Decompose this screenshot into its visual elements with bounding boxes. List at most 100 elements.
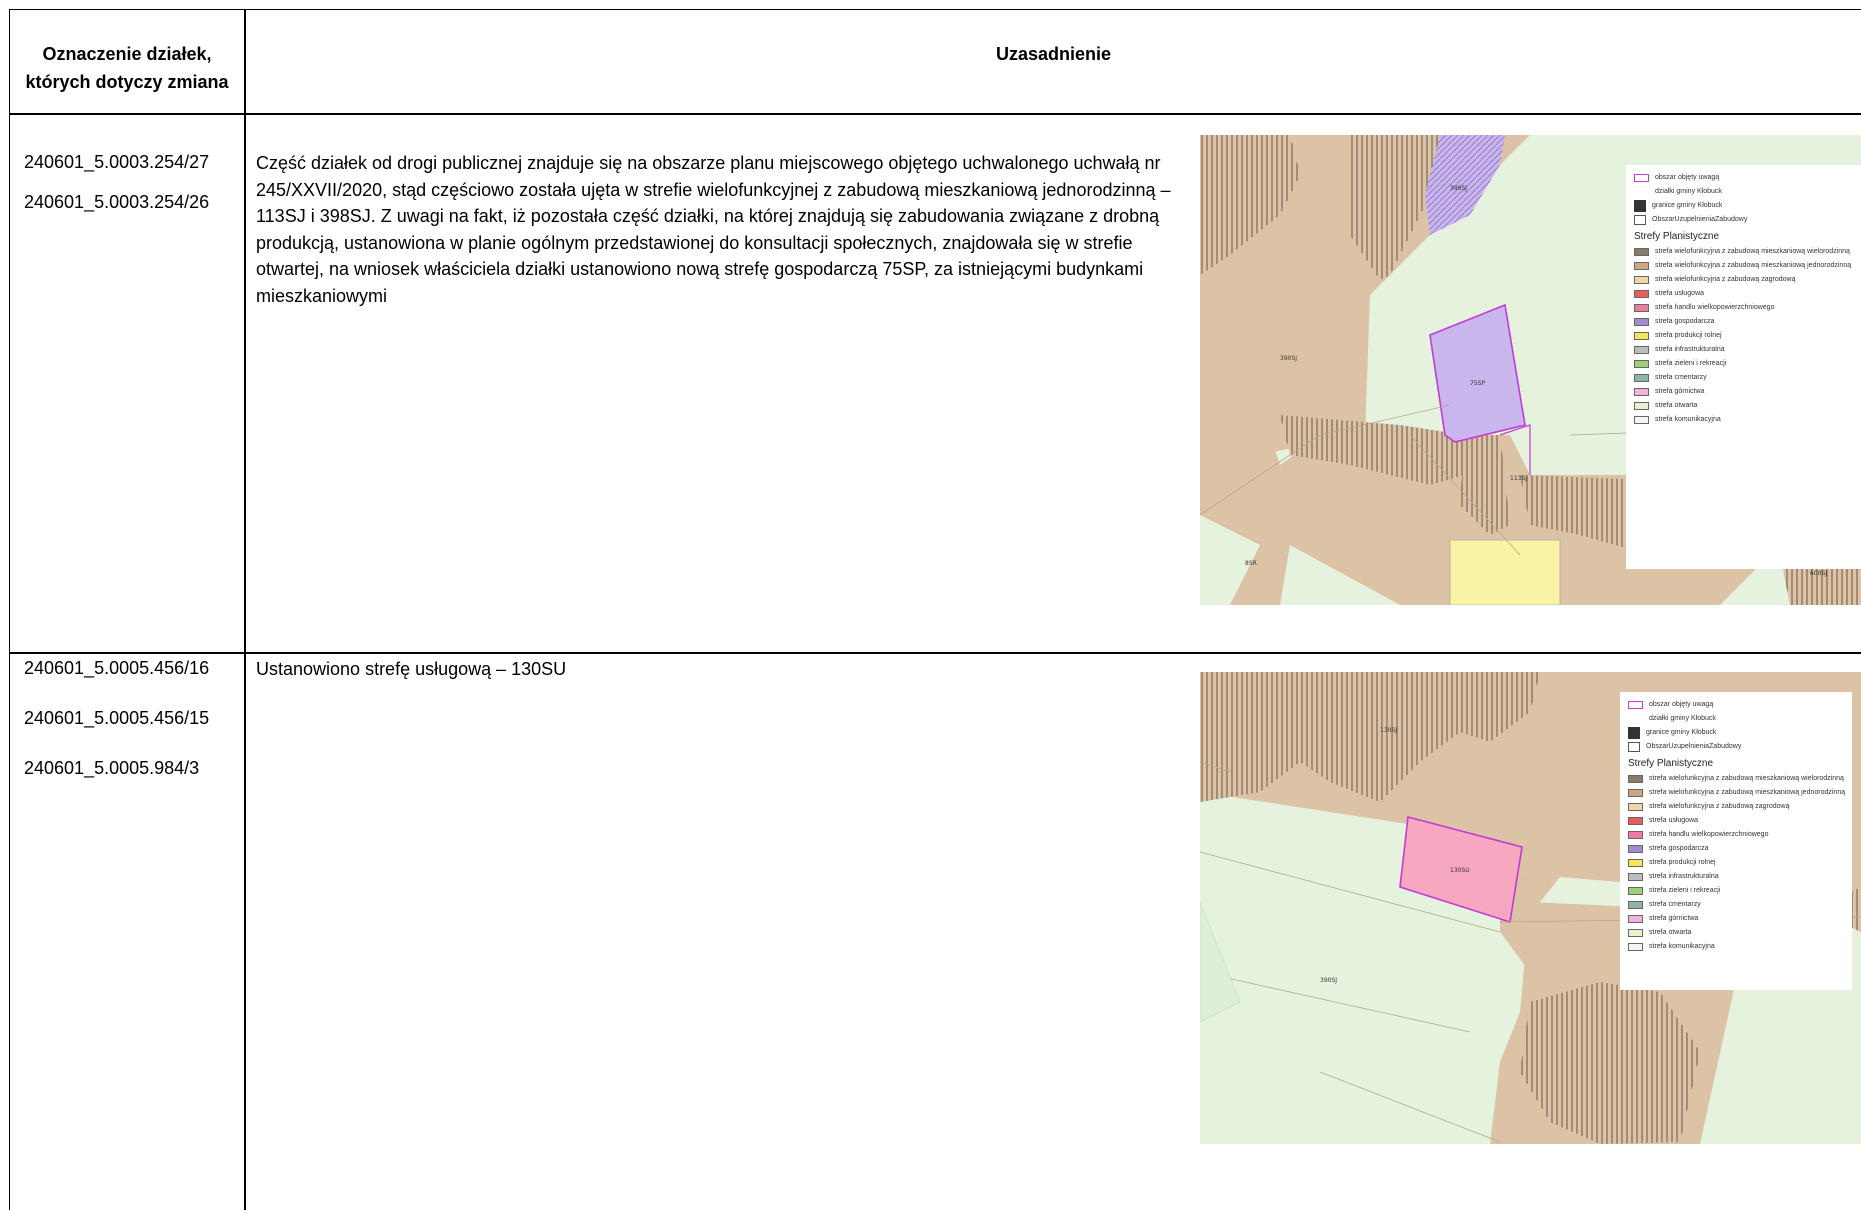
row-2-justification-text: Ustanowiono strefę usługową – 130SU [256, 659, 567, 679]
zone-swatch-icon [1628, 873, 1643, 881]
header-parcel-line-2: których dotyczy zmiana [25, 72, 229, 92]
legend-item: ObszarUzupelnieniaZabudowy [1628, 740, 1844, 754]
blank-swatch-icon [1628, 715, 1643, 723]
legend-zone-item: strefa wielofunkcyjna z zabudową zagrodo… [1628, 800, 1844, 814]
legend-zone-item: strefa produkcji rolnej [1634, 329, 1853, 343]
legend-heading: Strefy Planistyczne [1628, 758, 1714, 769]
outline-swatch-icon [1628, 701, 1643, 709]
zone-label: strefa wielofunkcyjna z zabudową mieszka… [1655, 262, 1852, 269]
zone-label: strefa cmentarzy [1649, 901, 1701, 908]
map-legend: obszar objęty uwagą działki gminy Kłobuc… [1620, 692, 1852, 990]
legend-zone-item: strefa wielofunkcyjna z zabudową mieszka… [1634, 259, 1853, 273]
legend-zone-item: strefa produkcji rolnej [1628, 856, 1844, 870]
map-label: 75SP [1470, 380, 1485, 387]
zone-label: strefa komunikacyjna [1649, 943, 1715, 950]
map-label: 113SJ [1510, 475, 1527, 482]
legend-item: granice gminy Kłobuck [1634, 199, 1853, 213]
zone-swatch-icon [1634, 388, 1649, 396]
zone-swatch-icon [1628, 859, 1643, 867]
parcel-id: 240601_5.0003.254/27 [24, 152, 210, 172]
legend-zone-item: strefa górnictwa [1628, 912, 1844, 926]
infill-swatch-icon [1634, 215, 1646, 225]
parcel-id: 240601_5.0005.984/3 [24, 758, 200, 778]
parcel-id: 240601_5.0003.254/26 [24, 192, 210, 212]
zone-label: strefa handlu wielkopowierzchniowego [1655, 304, 1775, 311]
zone-swatch-icon [1628, 901, 1643, 909]
legend-heading: Strefy Planistyczne [1634, 231, 1720, 242]
zone-label: strefa górnictwa [1655, 388, 1705, 395]
zone-swatch-icon [1634, 290, 1649, 298]
legend-zone-item: strefa komunikacyjna [1628, 940, 1844, 954]
zone-label: strefa cmentarzy [1655, 374, 1707, 381]
legend-zone-item: strefa zieleni i rekreacji [1634, 357, 1853, 371]
zone-label: strefa infrastrukturalna [1649, 873, 1719, 880]
legend-item: działki gminy Kłobuck [1628, 712, 1844, 726]
zone-swatch-icon [1628, 803, 1643, 811]
zone-swatch-icon [1634, 262, 1649, 270]
zone-label: strefa komunikacyjna [1655, 416, 1721, 423]
row-1-map-drawing: 398SJ 390SJ 75SP 113SJ 600SJ 8SR [1200, 135, 1861, 605]
column-divider [244, 9, 246, 1210]
zone-label: strefa górnictwa [1649, 915, 1699, 922]
zone-swatch-icon [1628, 775, 1643, 783]
zone-label: strefa wielofunkcyjna z zabudową mieszka… [1649, 789, 1846, 796]
zone-swatch-icon [1628, 929, 1643, 937]
zone-swatch-icon [1634, 248, 1649, 256]
header-parcel-line-1: Oznaczenie działek, [42, 44, 212, 64]
zone-label: strefa gospodarcza [1649, 845, 1709, 852]
outline-swatch-icon [1634, 174, 1649, 182]
row-1-zoning-map: 398SJ 390SJ 75SP 113SJ 600SJ 8SR obszar … [1200, 135, 1861, 605]
zone-swatch-icon [1634, 346, 1649, 354]
legend-zone-item: strefa zieleni i rekreacji [1628, 884, 1844, 898]
zone-swatch-icon [1628, 887, 1643, 895]
map-legend: obszar objęty uwagą działki gminy Kłobuc… [1626, 165, 1861, 569]
justification-table [9, 9, 1861, 1210]
zone-swatch-icon [1634, 276, 1649, 284]
map-label: 398SJ [1450, 185, 1467, 192]
boundary-swatch-icon [1634, 200, 1646, 212]
row-2-zoning-map: 130SJ 130SU 390SJ obszar objęty uwagą dz… [1200, 672, 1861, 1144]
map-label: 600SJ [1810, 570, 1827, 577]
zone-label: strefa infrastrukturalna [1655, 346, 1725, 353]
zone-swatch-icon [1634, 374, 1649, 382]
legend-zone-item: strefa wielofunkcyjna z zabudową mieszka… [1628, 772, 1844, 786]
map-label: 390SJ [1280, 355, 1297, 362]
parcel-id: 240601_5.0005.456/15 [24, 708, 210, 728]
zone-label: strefa produkcji rolnej [1655, 332, 1722, 339]
boundary-swatch-icon [1628, 727, 1640, 739]
zone-swatch-icon [1628, 789, 1643, 797]
legend-zone-item: strefa cmentarzy [1634, 371, 1853, 385]
zone-swatch-icon [1634, 416, 1649, 424]
legend-zone-item: strefa wielofunkcyjna z zabudową zagrodo… [1634, 273, 1853, 287]
zone-swatch-icon [1634, 304, 1649, 312]
row-divider [9, 652, 1861, 654]
legend-zone-list: strefa wielofunkcyjna z zabudową mieszka… [1628, 772, 1846, 954]
legend-zone-item: strefa otwarta [1628, 926, 1844, 940]
zone-label: strefa usługowa [1649, 817, 1699, 824]
header-justification: Uzasadnienie [995, 44, 1112, 64]
zone-swatch-icon [1628, 817, 1643, 825]
legend-zone-item: strefa usługowa [1634, 287, 1853, 301]
infill-swatch-icon [1628, 742, 1640, 752]
zone-swatch-icon [1634, 318, 1649, 326]
legend-item: obszar objęty uwagą [1634, 171, 1853, 185]
row-1-parcel-ids: 240601_5.0003.254/27 240601_5.0003.254/2… [24, 152, 246, 232]
legend-item: obszar objęty uwagą [1628, 698, 1844, 712]
zone-label: strefa wielofunkcyjna z zabudową mieszka… [1649, 775, 1844, 782]
legend-zone-item: strefa wielofunkcyjna z zabudową mieszka… [1634, 245, 1853, 259]
legend-zone-item: strefa infrastrukturalna [1628, 870, 1844, 884]
zone-swatch-icon [1634, 360, 1649, 368]
legend-zone-item: strefa gospodarcza [1634, 315, 1853, 329]
zone-label: strefa otwarta [1649, 929, 1692, 936]
legend-zone-item: strefa wielofunkcyjna z zabudową mieszka… [1628, 786, 1846, 800]
map-label: 130SJ [1380, 727, 1397, 734]
zone-swatch-icon [1634, 402, 1649, 410]
zone-label: strefa zieleni i rekreacji [1655, 360, 1727, 367]
legend-zone-item: strefa cmentarzy [1628, 898, 1844, 912]
legend-zone-item: strefa otwarta [1634, 399, 1853, 413]
legend-item: granice gminy Kłobuck [1628, 726, 1844, 740]
zone-label: strefa zieleni i rekreacji [1649, 887, 1721, 894]
legend-zone-list: strefa wielofunkcyjna z zabudową mieszka… [1634, 245, 1853, 427]
zone-label: strefa usługowa [1655, 290, 1705, 297]
legend-zone-item: strefa handlu wielkopowierzchniowego [1634, 301, 1853, 315]
